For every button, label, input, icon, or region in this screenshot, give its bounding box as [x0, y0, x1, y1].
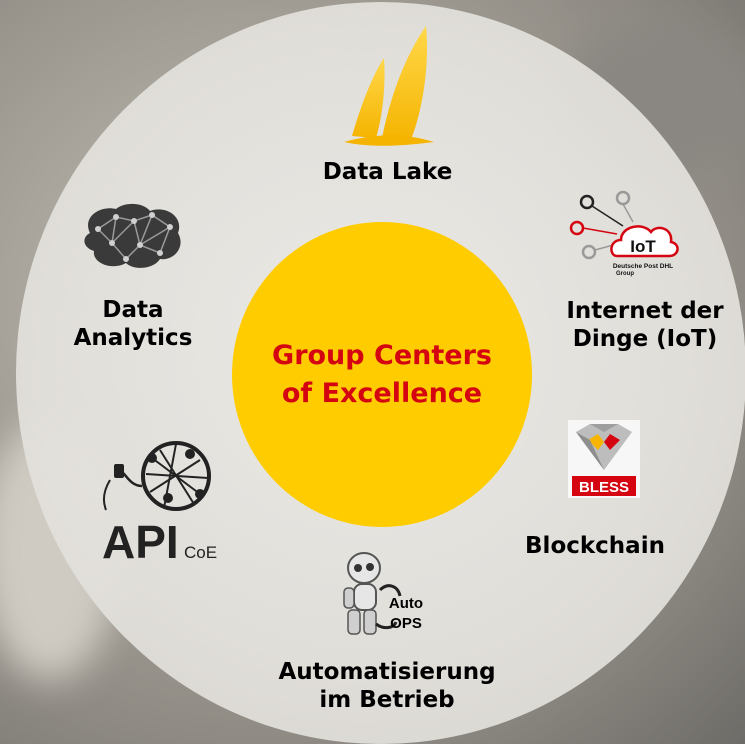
- center-circle: Group Centers of Excellence: [232, 222, 532, 527]
- center-title-line1: Group Centers: [272, 339, 492, 371]
- data-analytics-label: Data Analytics: [58, 296, 208, 352]
- data-analytics-line2: Analytics: [73, 325, 193, 351]
- svg-text:BLESS: BLESS: [579, 479, 629, 496]
- iot-cloud-icon: IoT Deutsche Post DHL Group: [569, 190, 679, 277]
- iot-label-line2: Dinge (IoT): [572, 326, 718, 352]
- svg-text:Deutsche Post DHL: Deutsche Post DHL: [613, 263, 673, 270]
- svg-text:API: API: [102, 516, 179, 568]
- bless-logo-icon: BLESS: [568, 420, 640, 498]
- wifi-node-icon: [579, 194, 595, 210]
- automation-label-line2: im Betrieb: [319, 687, 455, 713]
- iot-label-line1: Internet der: [566, 298, 724, 324]
- data-analytics-line1: Data: [102, 297, 164, 323]
- svg-text:Group: Group: [616, 271, 634, 277]
- svg-text:IoT: IoT: [630, 237, 656, 256]
- blockchain-label: Blockchain: [525, 533, 665, 559]
- data-lake-label: Data Lake: [322, 159, 453, 185]
- center-title-line2: of Excellence: [281, 377, 483, 409]
- iot-label: Internet der Dinge (IoT): [555, 297, 735, 353]
- robot-icon: Auto OPS: [343, 552, 423, 635]
- wifi-node-icon: [569, 220, 585, 236]
- automation-label: Automatisierung im Betrieb: [262, 658, 512, 714]
- automation-label-line1: Automatisierung: [278, 659, 496, 685]
- wifi-node-icon: [615, 190, 631, 206]
- svg-text:OPS: OPS: [390, 615, 422, 632]
- svg-text:Auto: Auto: [389, 595, 423, 612]
- sail-logo-icon: [344, 26, 434, 146]
- wifi-node-icon: [581, 244, 597, 260]
- api-coe-logo-icon: API CoE: [102, 441, 217, 568]
- brain-network-icon: [84, 203, 181, 268]
- svg-text:CoE: CoE: [184, 543, 217, 562]
